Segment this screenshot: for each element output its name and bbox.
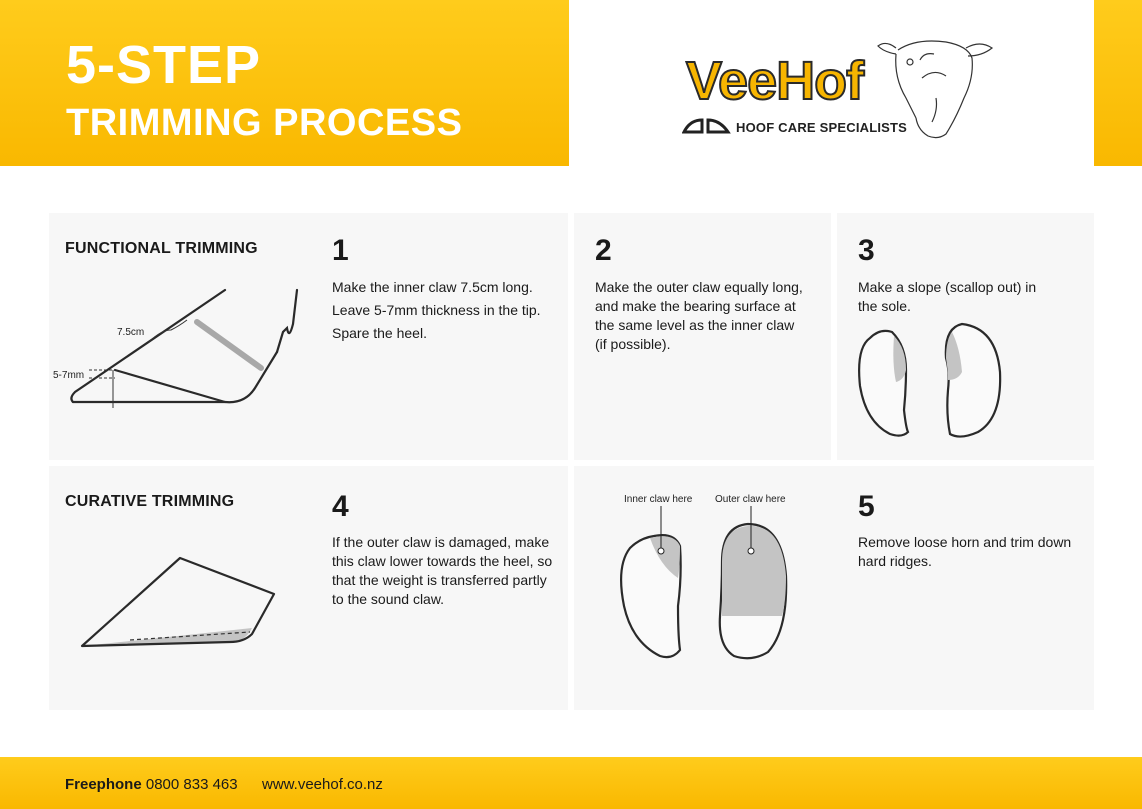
page-title: 5-STEP bbox=[66, 35, 262, 95]
website-link[interactable]: www.veehof.co.nz bbox=[262, 776, 383, 793]
step-5-text: Remove loose horn and trim down hard rid… bbox=[858, 534, 1072, 569]
inner-claw-shade bbox=[650, 536, 680, 578]
footer-phone: Freephone 0800 833 463 bbox=[65, 776, 238, 793]
header-band bbox=[0, 0, 569, 166]
curative-trimming-heading: CURATIVE TRIMMING bbox=[65, 493, 235, 510]
functional-trim-hoof-diagram bbox=[70, 288, 299, 408]
step-5-number: 5 bbox=[858, 490, 875, 523]
step-3-number: 3 bbox=[858, 234, 875, 267]
step-3-text: Make a slope (scallop out) in the sole. bbox=[858, 279, 1037, 314]
panel-curative-diagram bbox=[49, 466, 568, 710]
outer-claw-label: Outer claw here bbox=[715, 494, 786, 505]
outer-sole-shade bbox=[946, 332, 962, 380]
claw-ridges-diagram bbox=[619, 506, 788, 660]
inner-sole-shade bbox=[893, 336, 906, 382]
page-subtitle: TRIMMING PROCESS bbox=[66, 102, 463, 144]
curative-trim-hoof-diagram bbox=[80, 556, 276, 648]
length-label: 7.5cm bbox=[117, 327, 145, 338]
thickness-label: 5-7mm bbox=[53, 370, 85, 381]
step-1-text: Make the inner claw 7.5cm long. Leave 5-… bbox=[332, 279, 541, 341]
header-band-accent bbox=[1094, 0, 1142, 166]
logo-wordmark: VeeHof bbox=[685, 51, 865, 111]
step-2-text: Make the outer claw equally long, and ma… bbox=[595, 279, 803, 352]
panel-step-2 bbox=[574, 213, 831, 460]
step-2-number: 2 bbox=[595, 234, 612, 267]
hoof-print-icon bbox=[682, 118, 731, 134]
step-1-number: 1 bbox=[332, 234, 349, 267]
phone-number: 0800 833 463 bbox=[145, 776, 238, 793]
functional-trimming-heading: FUNCTIONAL TRIMMING bbox=[65, 240, 258, 257]
panel-functional-diagram bbox=[49, 213, 568, 460]
veehof-logo: VeeHof HOOF CARE SPECIALISTS bbox=[680, 38, 1000, 143]
inner-claw-label: Inner claw here bbox=[624, 494, 693, 505]
logo-tagline: HOOF CARE SPECIALISTS bbox=[736, 120, 908, 135]
sole-scallop-diagram bbox=[858, 322, 1002, 438]
step-4-text: If the outer claw is damaged, make this … bbox=[332, 534, 553, 607]
heel-wall-shade bbox=[194, 319, 264, 371]
footer-band: Freephone 0800 833 463 www.veehof.co.nz bbox=[0, 757, 1142, 809]
step-4-number: 4 bbox=[332, 490, 349, 523]
cow-head-icon bbox=[877, 40, 994, 139]
outer-claw-shade bbox=[722, 525, 786, 616]
